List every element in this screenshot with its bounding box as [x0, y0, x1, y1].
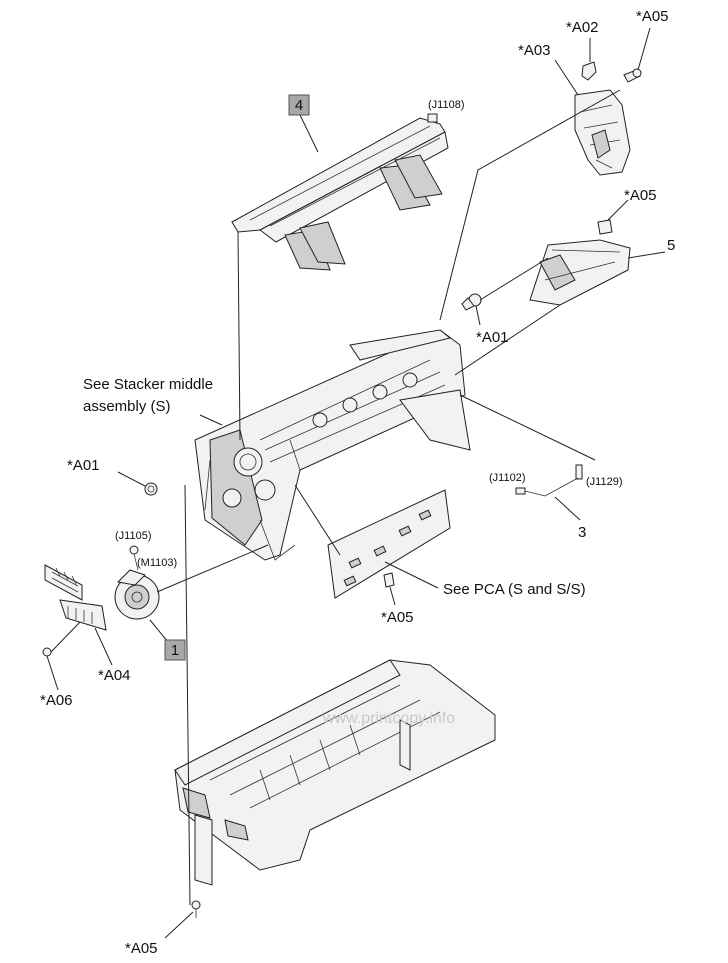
label-a03: *A03	[518, 42, 551, 59]
a04-bracket-part	[44, 564, 107, 631]
frame-to-base-leader	[184, 484, 191, 906]
a05-bottom-leader	[164, 911, 194, 939]
label-j1129: (J1129)	[586, 476, 622, 488]
a03-leader	[554, 59, 579, 96]
label-a01-left: *A01	[67, 457, 100, 474]
label-stacker-line2: assembly (S)	[83, 398, 171, 415]
item4-badge-box	[288, 94, 310, 116]
item3-leader	[554, 496, 581, 521]
label-a05-bottom: *A05	[125, 940, 158, 957]
item1-badge-box	[164, 639, 186, 661]
a04-leader	[94, 627, 113, 666]
item1-leader	[149, 619, 169, 643]
label-a01-right: *A01	[476, 329, 509, 346]
label-m1103: (M1103)	[137, 557, 177, 569]
label-a05-mid: *A05	[381, 609, 414, 626]
a05-mid-leader	[389, 586, 396, 606]
a01-right-screw-part	[461, 293, 482, 311]
a02-screw-part	[581, 61, 597, 81]
item5-to-frame-leader	[454, 304, 561, 376]
bottom-base-part	[174, 659, 496, 886]
pca-board-part	[327, 489, 451, 599]
item1-motor-part	[114, 545, 160, 620]
a06-to-a04-leader	[50, 621, 81, 653]
label-a04: *A04	[98, 667, 131, 684]
label-item5: 5	[667, 237, 675, 254]
item3-to-frame-leader	[459, 394, 596, 461]
label-j1105: (J1105)	[115, 530, 151, 542]
label-a05-right: *A05	[624, 187, 657, 204]
item5-leader	[627, 251, 666, 259]
a05-right-to-item5-leader	[479, 257, 549, 301]
main-frame-assembly	[194, 329, 471, 561]
label-pca: See PCA (S and S/S)	[443, 581, 586, 598]
label-a02: *A02	[566, 19, 599, 36]
a06-leader	[46, 655, 59, 691]
a05-mid-screw-part	[383, 572, 395, 588]
watermark-text: www.printcopy.info	[322, 710, 455, 727]
a05-bottom-screw-part	[191, 900, 201, 918]
label-stacker-line1: See Stacker middle	[83, 376, 213, 393]
a06-screw-part	[42, 647, 52, 657]
item4-to-frame-leader	[237, 231, 241, 441]
a01-left-leader	[117, 471, 146, 487]
item4-badge-label: 4	[295, 97, 303, 114]
label-j1102: (J1102)	[489, 472, 525, 484]
frame-to-pca-leader	[294, 484, 341, 556]
a01-right-leader	[475, 305, 481, 326]
a05-right-leader	[607, 199, 629, 221]
label-a05-top: *A05	[636, 8, 669, 25]
a03-to-frame-leader	[439, 89, 621, 321]
a05-top-leader	[637, 27, 651, 71]
item5-bracket-part	[529, 239, 631, 306]
a01-left-screw-part	[144, 482, 158, 496]
pca-leader	[384, 561, 439, 589]
a03-bracket-part	[574, 89, 631, 176]
item4-guide-part	[231, 113, 449, 271]
a05-top-screw-part	[623, 68, 642, 83]
label-a06: *A06	[40, 692, 73, 709]
label-j1108: (J1108)	[428, 99, 464, 111]
item3-cable-part	[515, 464, 583, 497]
stacker-leader	[199, 414, 223, 426]
a05-right-screw-part	[597, 219, 613, 235]
item4-leader	[299, 114, 319, 153]
label-item3: 3	[578, 524, 586, 541]
motor-to-frame-leader	[156, 544, 269, 593]
item1-badge-label: 1	[171, 642, 179, 659]
